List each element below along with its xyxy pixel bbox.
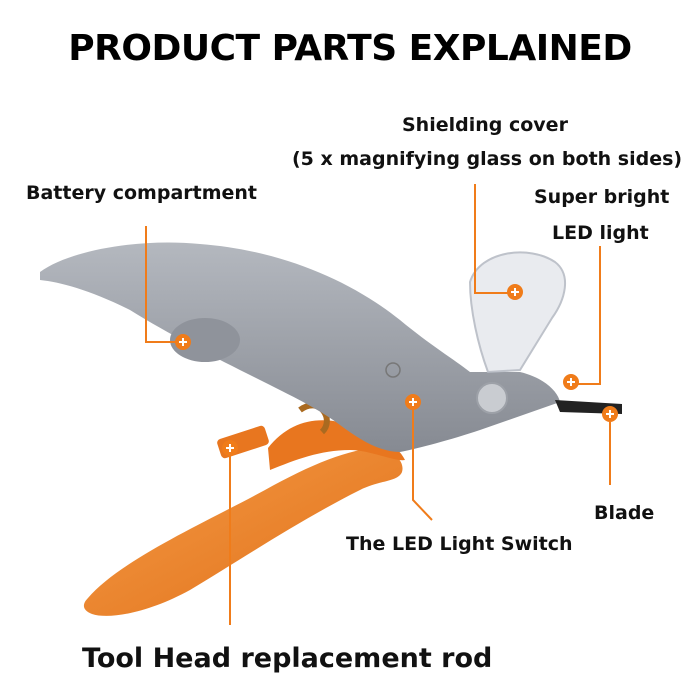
label-led-switch: The LED Light Switch (346, 533, 573, 555)
label-blade: Blade (594, 502, 655, 524)
pivot-screw (476, 382, 508, 414)
label-led-light-line1: Super bright (534, 186, 670, 208)
leader-switch (412, 404, 433, 521)
switch-icon-mark (385, 362, 401, 378)
shielding-cover (468, 251, 567, 374)
leader-shielding (474, 184, 510, 294)
leader-battery (145, 226, 180, 343)
plus-marker-icon (175, 334, 191, 350)
plus-marker-icon (222, 440, 238, 456)
upper-body (40, 242, 560, 452)
lower-handle (83, 448, 403, 616)
label-battery-compartment: Battery compartment (26, 182, 258, 204)
label-tool-head-rod: Tool Head replacement rod (82, 643, 493, 674)
label-shielding-cover-detail: (5 x magnifying glass on both sides) (292, 148, 683, 170)
plus-marker-icon (563, 374, 579, 390)
battery-compartment (170, 318, 240, 362)
plus-marker-icon (507, 284, 523, 300)
leader-lines (145, 184, 611, 625)
leader-led (576, 246, 601, 385)
plus-marker-icon (405, 394, 421, 410)
label-shielding-cover: Shielding cover (402, 114, 568, 136)
page-title: PRODUCT PARTS EXPLAINED (68, 28, 632, 69)
replacement-rod (217, 425, 269, 459)
plus-marker-icon (602, 406, 618, 422)
label-led-light-line2: LED light (552, 222, 649, 244)
